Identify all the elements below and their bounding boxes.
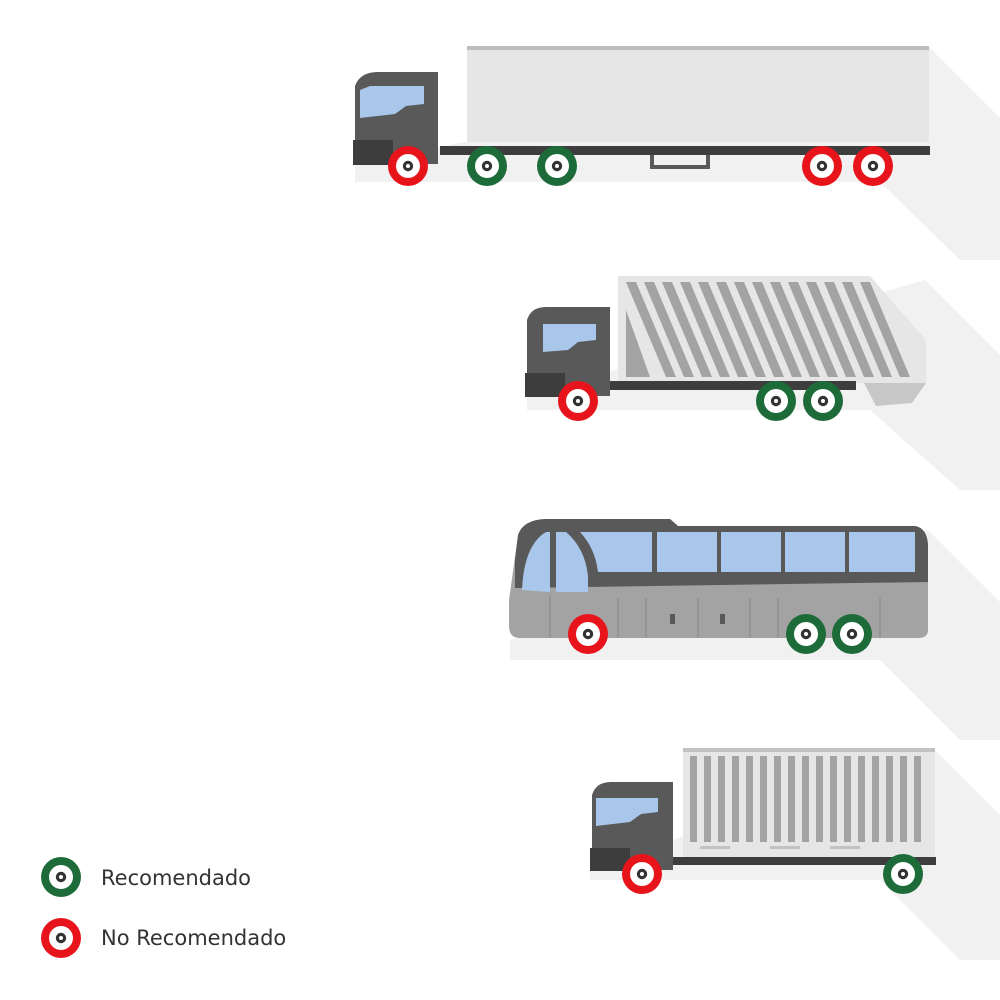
dump-body-ribs [626, 282, 910, 377]
hub-cap [850, 632, 854, 636]
hub-cap [555, 164, 559, 168]
bus-panel-lines [549, 596, 881, 638]
hub-cap [804, 632, 808, 636]
landing-gear [650, 155, 710, 169]
bus-front-window [522, 532, 550, 592]
cab-bumper [590, 848, 630, 871]
hub-cap [586, 632, 590, 636]
cab-bumper [525, 373, 565, 397]
container-ribs [690, 756, 921, 842]
hub-cap [820, 164, 824, 168]
wheel-3 [537, 146, 577, 186]
hub-cap [821, 399, 825, 403]
hub-cap [576, 399, 580, 403]
dump-truck [525, 276, 1000, 490]
wheel-2 [883, 854, 923, 894]
wheel-2 [756, 381, 796, 421]
legend-not-recommended-label: No Recomendado [101, 926, 286, 950]
trailer-top-rim [467, 46, 929, 50]
chassis [600, 381, 856, 390]
hub-cap [774, 399, 778, 403]
chassis [660, 857, 936, 865]
luggage-handle [720, 614, 725, 624]
cab-windshield [596, 798, 658, 826]
wheel-1 [388, 146, 428, 186]
wheel-1 [568, 614, 608, 654]
wheel-2 [467, 146, 507, 186]
hub-cap [901, 872, 905, 876]
cab-windshield [543, 324, 596, 352]
wheel-4 [802, 146, 842, 186]
bus-side-window [785, 532, 845, 572]
wheel-5 [853, 146, 893, 186]
cab-windshield [360, 86, 424, 118]
trailer-body [467, 46, 929, 142]
bus-side-window [849, 532, 915, 572]
wheel-3 [832, 614, 872, 654]
hub-cap [59, 936, 63, 940]
wheel-3 [803, 381, 843, 421]
wheel-1 [622, 854, 662, 894]
wheel-1 [558, 381, 598, 421]
bus-side-window [657, 532, 717, 572]
luggage-handle [670, 614, 675, 624]
cab-bumper [353, 140, 393, 165]
legend-not-recommended-swatch [41, 918, 81, 958]
bus-side-window [721, 532, 781, 572]
coach-bus [509, 519, 1000, 740]
hub-cap [871, 164, 875, 168]
hub-cap [485, 164, 489, 168]
box-truck [590, 748, 1000, 960]
bus-door-window [556, 532, 588, 592]
legend: Recomendado No Recomendado [41, 857, 286, 958]
legend-recommended-label: Recomendado [101, 866, 251, 890]
trailer-frame [440, 146, 930, 155]
wheel-2 [786, 614, 826, 654]
legend-recommended-swatch [41, 857, 81, 897]
semi-trailer-truck [353, 46, 1000, 260]
container-top-rim [683, 748, 935, 752]
container-bottom-slots [700, 846, 860, 849]
tailgate [864, 383, 926, 406]
hub-cap [59, 875, 63, 879]
bus-side-window [580, 532, 652, 572]
hub-cap [640, 872, 644, 876]
hub-cap [406, 164, 410, 168]
